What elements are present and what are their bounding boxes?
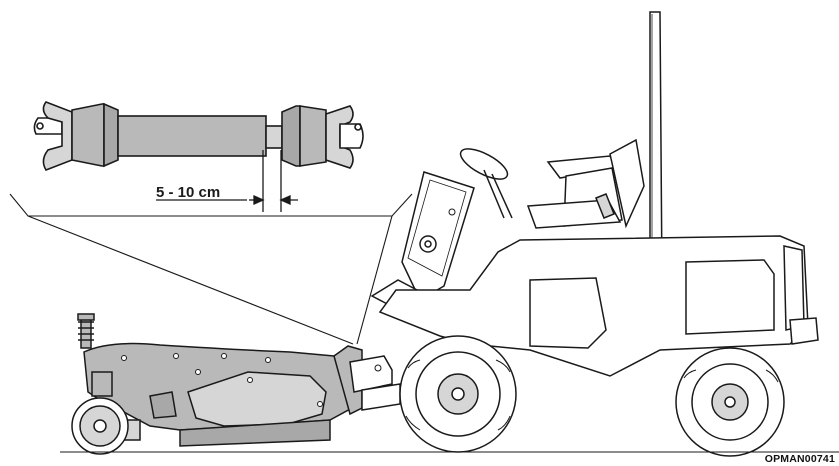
left-yoke — [33, 101, 73, 171]
right-yoke — [325, 105, 364, 169]
dimension-marks — [156, 150, 298, 212]
pto-shaft-detail — [33, 101, 364, 171]
tractor — [361, 11, 819, 457]
dimension-label: 5 - 10 cm — [156, 184, 221, 201]
operator-seat — [526, 138, 645, 229]
deck-spring — [77, 313, 95, 349]
rear-wheel — [675, 347, 785, 457]
right-guard-cone — [281, 105, 301, 167]
steering-wheel — [459, 148, 513, 219]
pto-connection — [349, 355, 393, 393]
deck-cover-panel — [187, 371, 327, 427]
side-window — [685, 259, 775, 335]
front-wheel — [399, 335, 517, 453]
callout-lines — [9, 193, 413, 345]
inner-tube — [265, 125, 283, 149]
side-panel — [529, 277, 607, 349]
mower-deck — [71, 313, 393, 455]
outer-tube — [117, 115, 267, 157]
left-guard-cone — [71, 103, 105, 167]
caster-wheel — [71, 371, 129, 455]
figure-code: OPMAN00741 — [764, 453, 835, 465]
